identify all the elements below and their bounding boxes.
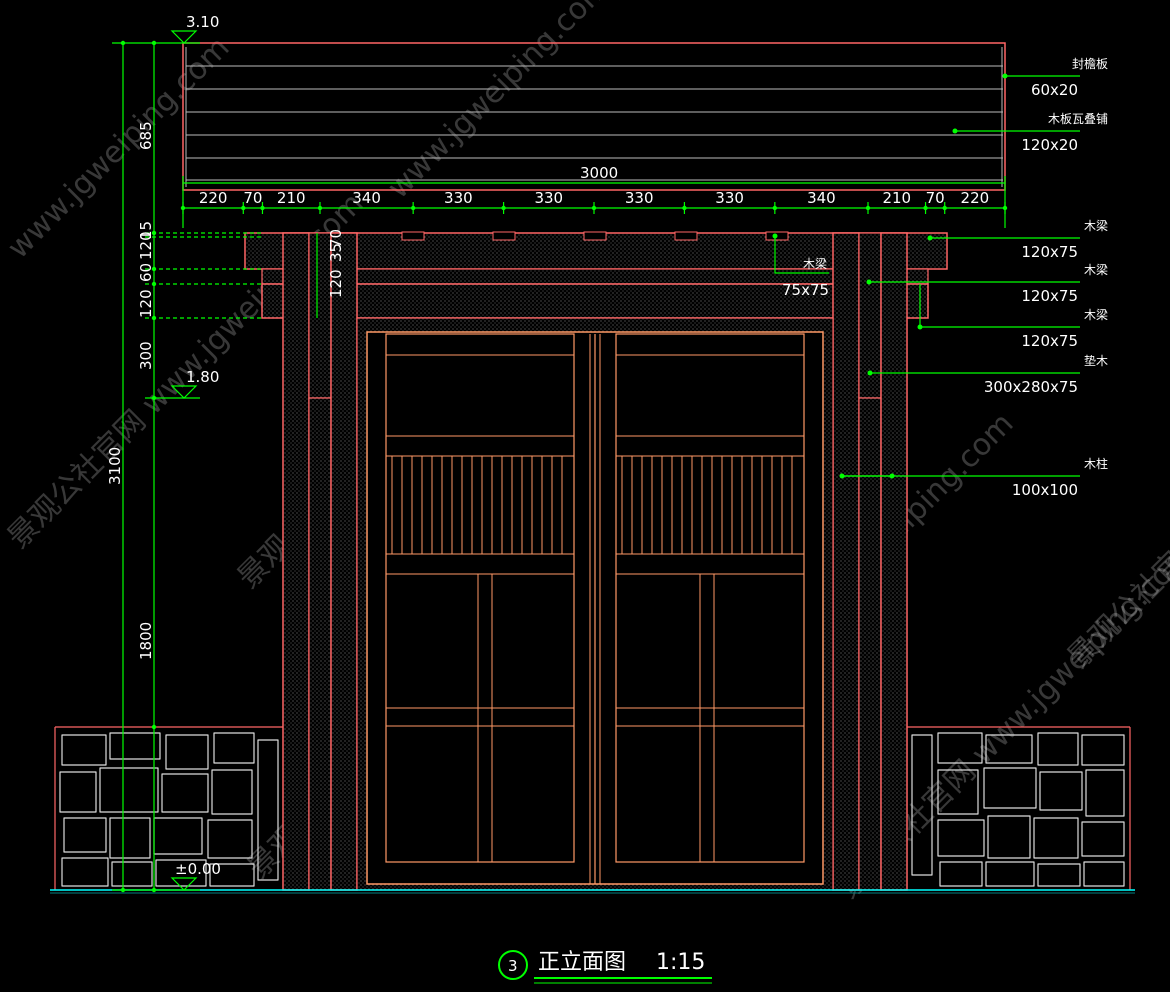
dim-text: 120 [327,269,345,298]
callout-dot [889,473,895,479]
dim-text: 3100 [106,447,124,485]
segment-dim-text: 70 [926,189,945,207]
elevation-marker-top: 3.10 [170,13,219,44]
segment-dim-text: 340 [352,189,381,207]
segment-tick-dot [260,205,265,211]
segment-tick-dot [410,205,416,211]
callout-name: 封檐板 [1072,57,1108,71]
segment-dim-text: 330 [625,189,654,207]
callout-size: 120x75 [1021,332,1078,350]
roof-board [182,42,1006,191]
elevation-text: ±0.00 [175,860,221,878]
dimension-ticks [120,40,157,893]
drawing-title-text: 正立面图 [538,950,626,975]
segment-dim-text: 220 [199,189,228,207]
inner-callout-size: 75x75 [782,281,829,299]
callout-name: 垫木 [1084,353,1108,368]
callout-size: 120x75 [1021,287,1078,305]
segment-dim-text: 70 [243,189,262,207]
segment-tick-dot [317,205,323,211]
segment-dim-text: 220 [961,189,990,207]
callout-dot [952,128,958,134]
callout-name: 木梁 [1084,307,1108,322]
inner-callout: 木梁 75x75 [772,233,829,299]
dim-text: 300 [137,341,155,370]
door-slats-left [391,456,563,554]
segment-dim-text: 210 [277,189,306,207]
callout-dot [927,235,933,241]
inner-callout-name: 木梁 [803,256,827,271]
dim-text: 120 [137,289,155,318]
callout-name: 木梁 [1084,262,1108,277]
callout-name: 木梁 [1084,218,1108,233]
elevation-text: 3.10 [186,13,219,31]
callout-size: 60x20 [1031,81,1078,99]
callout-name: 木板瓦叠铺 [1048,112,1108,126]
callout-size: 300x280x75 [984,378,1078,396]
callout-size: 100x100 [1012,481,1078,499]
elevation-text: 1.80 [186,368,219,386]
drawing-title: 3 正立面图 1:15 [498,950,712,984]
dim-text: 60 [137,263,155,282]
stone-wall-right [907,726,1131,890]
dim-text: 15 [137,221,155,240]
segment-tick-dot [1002,205,1008,211]
callout-dot [866,279,872,285]
overall-width-text: 3000 [580,164,618,182]
segment-tick-dot [241,205,246,211]
watermark-text: www.jgweiping.com [1,30,237,266]
segment-dim-text: 330 [444,189,473,207]
elevation-marker-ground: ±0.00 [170,860,221,891]
segment-tick-dot [180,205,186,211]
segment-dim-text: 330 [534,189,563,207]
segment-tick-dot [772,205,778,211]
dim-text: 35 [327,243,345,262]
dim-text: 1800 [137,622,155,660]
door-layer [356,317,834,891]
segment-tick-dot [942,205,947,211]
dim-text: 70 [327,229,345,248]
door-slats-right [621,456,793,554]
callout-size: 120x20 [1021,136,1078,154]
segment-dim-text: 330 [715,189,744,207]
elevation-marker-mid: 1.80 [170,368,219,399]
left-dimensions [112,42,318,891]
dim-text: 685 [137,121,155,150]
segment-dim-text: 340 [807,189,836,207]
segment-labels: 220 70 210 340 330 330 330 330 340 210 70 220 [199,189,989,207]
callout-dot [1002,73,1008,79]
dim-text: 120 [137,231,155,260]
segment-tick-dot [501,205,506,211]
callout-size: 120x75 [1021,243,1078,261]
callout-layer: 封檐板 60x20 木板瓦叠铺 120x20 木梁 120x75 木梁 120x75 木梁 120… [839,57,1108,499]
callout-dot [867,370,873,376]
segment-ticks [180,202,1008,214]
segment-tick-dot [865,205,871,211]
segment-tick-dot [591,205,597,211]
post-layer [282,232,908,891]
stone-wall-left [54,726,283,890]
drawing-number: 3 [508,957,518,975]
segment-dim-text: 210 [882,189,911,207]
segment-tick-dot [682,205,687,211]
segment-tick-dot [923,205,928,211]
drawing-scale: 1:15 [656,950,705,975]
callout-name: 木柱 [1084,456,1108,471]
